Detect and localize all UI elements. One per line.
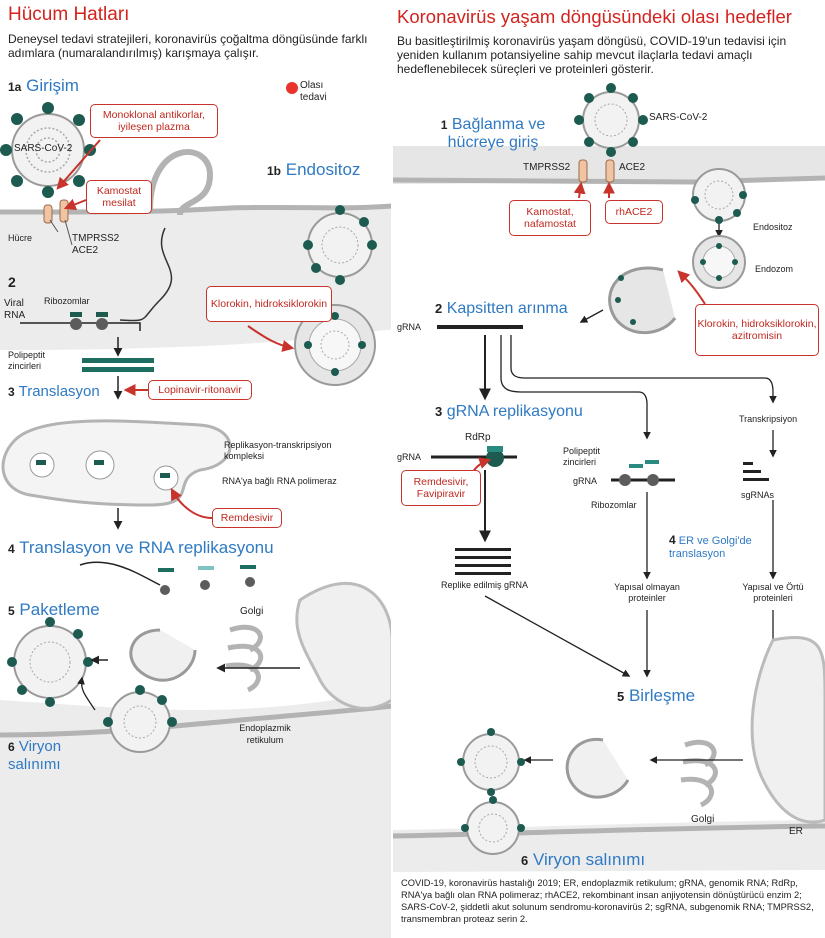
left-title: Hücum Hatları (8, 4, 130, 25)
treatment-chloroquine: Klorokin, hidroksiklorokin (206, 286, 332, 322)
step-1b: 1b Endositoz (267, 160, 361, 179)
label-r-structural: Yapısal ve Örtü proteinleri (742, 582, 804, 603)
label-r-endocytosis: Endositoz (753, 222, 793, 232)
label-tmprss2: TMPRSS2 (72, 233, 120, 244)
label-r-ribosomes: Ribozomlar (591, 500, 637, 510)
step-r2: 2 Kapsitten arınma (435, 300, 568, 317)
label-r-sgrnas: sgRNAs (741, 490, 775, 500)
endosome-lower (294, 304, 376, 386)
label-r-nonstructural: Yapısal olmayan proteinler (614, 582, 680, 603)
virion-6 (103, 685, 177, 753)
left-panel: Hücum Hatları Deneysel tedavi stratejile… (0, 0, 392, 938)
right-diagram-graphics (393, 83, 825, 872)
label-polypeptide: Polipeptit zincirleri (8, 350, 46, 371)
step-3: 3 Translasyon (8, 383, 100, 400)
step-r1: 1 Bağlanma ve hücreye giriş (440, 116, 546, 151)
label-r-tmprss2: TMPRSS2 (523, 162, 571, 173)
label-r-endosome: Endozom (755, 264, 794, 274)
legend-dot (286, 82, 298, 94)
label-r-replicated: Replike edilmiş gRNA (441, 580, 529, 590)
label-r-sars: SARS-CoV-2 (649, 112, 708, 123)
virion-assembled (457, 728, 525, 796)
label-r-polypeptide: Polipeptit zincirleri (563, 446, 601, 467)
step-2: 2 (8, 274, 16, 290)
left-intro: Deneysel tedavi stratejileri, koronavirü… (8, 32, 368, 60)
step-1a: 1a Girişim (8, 76, 79, 95)
endosome-right (692, 235, 746, 289)
step-r3: 3 gRNA replikasyonu (435, 403, 583, 420)
treatment-r-remdesivir: Remdesivir, Favipiravir (401, 470, 481, 506)
label-r-ace2: ACE2 (619, 162, 646, 173)
label-r-grna2: gRNA (397, 452, 422, 462)
label-er: Endoplazmik retikulum (239, 723, 291, 745)
label-r-er: ER (789, 826, 803, 837)
virion-top (574, 83, 648, 157)
step-5: 5 Paketleme (8, 600, 100, 619)
panel-divider (391, 0, 393, 938)
treatment-r-camostat: Kamostat, nafamostat (509, 200, 591, 236)
label-rdrp: RNA'ya bağlı RNA polimeraz (222, 476, 337, 486)
step-6: 6 Viryon salınımı (8, 738, 62, 773)
virion-1a (0, 102, 96, 198)
virion-endocytosis (691, 168, 747, 224)
label-r-grna: gRNA (397, 322, 422, 332)
label-sars: SARS-CoV-2 (14, 143, 73, 154)
treatment-mab: Monoklonal antikorlar, iyileşen plazma (90, 104, 218, 138)
label-viral-rna: Viral RNA (4, 298, 26, 321)
step-r4: 4 ER ve Golgi'de translasyon (669, 533, 752, 561)
treatment-lopinavir: Lopinavir-ritonavir (148, 380, 252, 400)
step-4: 4 Translasyon ve RNA replikasyonu (8, 538, 274, 557)
treatment-r-rhace2: rhACE2 (605, 200, 663, 224)
virion-released (461, 796, 525, 855)
step-r5: 5 Birleşme (617, 686, 696, 705)
step-r6: 6 Viryon salınımı (521, 850, 646, 869)
abbreviations-footer: COVID-19, koronavirüs hastalığı 2019; ER… (401, 878, 814, 924)
label-rtc: Replikasyon-transkripsiyon kompleksi (224, 440, 332, 461)
label-r-rdrp: RdRp (465, 432, 491, 443)
label-cell: Hücre (8, 233, 33, 243)
label-r-golgi: Golgi (691, 814, 715, 825)
treatment-remdesivir: Remdesivir (212, 508, 282, 528)
label-r-transcription: Transkripsiyon (739, 414, 798, 424)
label-golgi: Golgi (240, 606, 264, 617)
legend-label: Olası tedavi (300, 80, 327, 103)
virion-5 (7, 617, 93, 707)
label-ribosomes: Ribozomlar (44, 296, 90, 306)
right-panel: Koronavirüs yaşam döngüsündeki olası hed… (393, 0, 825, 938)
left-diagram-graphics (0, 82, 392, 938)
treatment-r-chloroquine: Klorokin, hidroksiklorokin, azitromisin (695, 304, 819, 356)
right-intro: Bu basitleştirilmiş koronavirüs yaşam dö… (397, 34, 787, 76)
label-r-grna3: gRNA (573, 476, 598, 486)
treatment-camostat: Kamostat mesilat (86, 180, 152, 214)
label-ace2: ACE2 (72, 245, 99, 256)
endosome-1b (303, 205, 377, 285)
right-title: Koronavirüs yaşam döngüsündeki olası hed… (397, 6, 792, 27)
